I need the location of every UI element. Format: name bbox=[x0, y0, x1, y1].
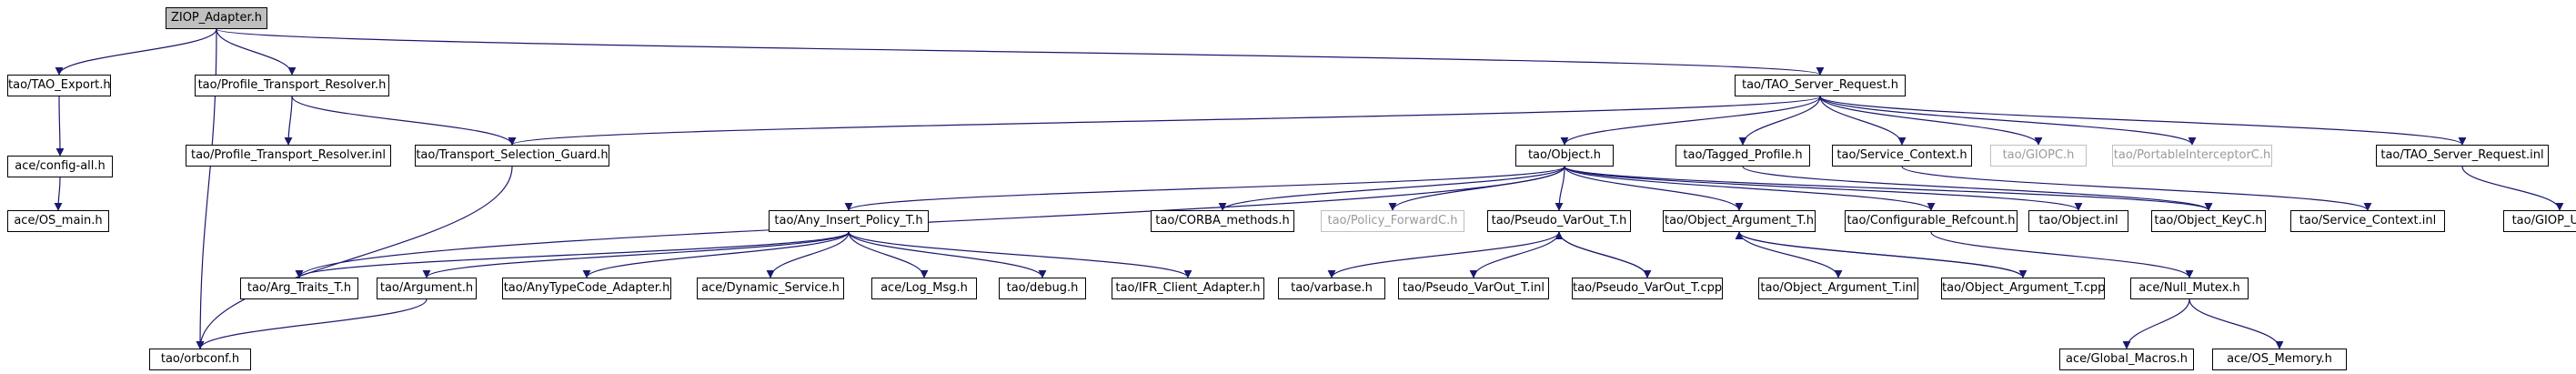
edge-object-h-to-object-keyc-h bbox=[1564, 166, 2213, 211]
edge-tsr-h-to-service-context-h bbox=[1819, 96, 1907, 146]
edge-tsr-h-to-portableinterceptorc-h bbox=[1819, 96, 2197, 146]
edge-pseudo-varout-t-h-to-pseudo-varout-t-inl bbox=[1469, 231, 1560, 278]
node-tao-debug-h[interactable]: tao/debug.h bbox=[999, 278, 1086, 299]
node-tao-any-insert-policy-t-h[interactable]: tao/Any_Insert_Policy_T.h bbox=[769, 210, 929, 232]
node-tao-policy-forwardc-h: tao/Policy_ForwardC.h bbox=[1321, 210, 1464, 232]
edge-tagged-profile-h-to-object-keyc-h bbox=[1742, 166, 2213, 211]
edge-ptr-h-to-ptr-inl bbox=[284, 96, 293, 146]
node-tao-service-context-h[interactable]: tao/Service_Context.h bbox=[1832, 145, 1972, 167]
edge-any-insert-policy-t-h-to-log-msg-h bbox=[848, 231, 929, 278]
edge-pseudo-varout-t-cpp-to-pseudo-varout-t-h bbox=[1555, 231, 1648, 278]
node-tao-profile-transport-resolver-inl[interactable]: tao/Profile_Transport_Resolver.inl bbox=[186, 145, 391, 167]
node-tao-pseudo-varout-t-h[interactable]: tao/Pseudo_VarOut_T.h bbox=[1487, 210, 1631, 232]
edge-object-h-to-configurable-refcount-h bbox=[1564, 166, 1936, 211]
node-tao-configurable-refcount-h[interactable]: tao/Configurable_Refcount.h bbox=[1845, 210, 2018, 232]
edge-object-h-to-policy-forwardc-h bbox=[1388, 166, 1565, 211]
node-ace-null-mutex-h[interactable]: ace/Null_Mutex.h bbox=[2130, 278, 2249, 299]
node-ace-os-memory-h[interactable]: ace/OS_Memory.h bbox=[2212, 349, 2347, 370]
node-ace-log-msg-h[interactable]: ace/Log_Msg.h bbox=[871, 278, 977, 299]
edge-object-h-to-any-insert-policy-t-h bbox=[844, 166, 1565, 211]
node-tao-anytypecode-adapter-h[interactable]: tao/AnyTypeCode_Adapter.h bbox=[502, 278, 671, 299]
edge-tsr-h-to-tsg-h bbox=[508, 96, 1821, 146]
edge-ziop-adapter-h-to-tsr-h bbox=[216, 28, 1824, 76]
node-tao-giopc-h: tao/GIOPC.h bbox=[1990, 145, 2087, 167]
edge-any-insert-policy-t-h-to-dynamic-service-h bbox=[766, 231, 850, 278]
edge-ziop-adapter-h-to-ptr-h bbox=[216, 28, 297, 76]
node-tao-pseudo-varout-t-inl[interactable]: tao/Pseudo_VarOut_T.inl bbox=[1398, 278, 1549, 299]
node-tao-giop-utils-h[interactable]: tao/GIOP_Utils.h bbox=[2503, 210, 2576, 232]
edge-tsr-inl-to-giop-utils-h bbox=[2461, 166, 2564, 211]
edge-service-context-h-to-service-context-inl bbox=[1901, 166, 2372, 211]
node-tao-object-argument-t-cpp[interactable]: tao/Object_Argument_T.cpp bbox=[1941, 278, 2105, 299]
node-tao-service-context-inl[interactable]: tao/Service_Context.inl bbox=[2290, 210, 2445, 232]
node-ace-global-macros-h[interactable]: ace/Global_Macros.h bbox=[2059, 349, 2194, 370]
edge-object-h-to-pseudo-varout-t-h bbox=[1555, 166, 1565, 211]
node-tao-varbase-h[interactable]: tao/varbase.h bbox=[1278, 278, 1385, 299]
node-tao-argument-h[interactable]: tao/Argument.h bbox=[377, 278, 477, 299]
edge-pseudo-varout-t-h-to-varbase-h bbox=[1327, 231, 1560, 278]
edge-tsr-h-to-tagged-profile-h bbox=[1738, 96, 1821, 146]
node-ace-config-all-h[interactable]: ace/config-all.h bbox=[7, 156, 113, 177]
edge-tsr-h-to-object-h bbox=[1560, 96, 1821, 146]
node-tao-object-keyc-h[interactable]: tao/Object_KeyC.h bbox=[2151, 210, 2266, 232]
node-tao-pseudo-varout-t-cpp[interactable]: tao/Pseudo_VarOut_T.cpp bbox=[1572, 278, 1723, 299]
node-tao-arg-traits-t-h[interactable]: tao/Arg_Traits_T.h bbox=[240, 278, 358, 299]
node-tao-transport-selection-guard-h[interactable]: tao/Transport_Selection_Guard.h bbox=[415, 145, 609, 167]
node-tao-portableinterceptorc-h: tao/PortableInterceptorC.h bbox=[2112, 145, 2272, 167]
edge-ziop-adapter-h-to-tao-export-h bbox=[55, 28, 217, 76]
edge-any-insert-policy-t-h-to-ifr-client-adapter-h bbox=[848, 231, 1192, 278]
edge-object-h-to-object-argument-t-h bbox=[1564, 166, 1744, 211]
node-tao-object-argument-t-h[interactable]: tao/Object_Argument_T.h bbox=[1663, 210, 1816, 232]
edge-object-argument-t-h-to-object-argument-t-inl bbox=[1738, 231, 1843, 278]
node-ace-os-main-h[interactable]: ace/OS_main.h bbox=[7, 210, 109, 232]
edge-any-insert-policy-t-h-to-anytypecode-adapter-h bbox=[582, 231, 850, 278]
node-tao-tao-server-request-inl[interactable]: tao/TAO_Server_Request.inl bbox=[2376, 145, 2549, 167]
node-tao-corba-methods-h[interactable]: tao/CORBA_methods.h bbox=[1151, 210, 1294, 232]
node-tao-tao-export-h[interactable]: tao/TAO_Export.h bbox=[7, 75, 111, 96]
node-ace-dynamic-service-h[interactable]: ace/Dynamic_Service.h bbox=[697, 278, 844, 299]
node-tao-ifr-client-adapter-h[interactable]: tao/IFR_Client_Adapter.h bbox=[1112, 278, 1264, 299]
edge-tsg-h-to-orbconf-h bbox=[196, 166, 513, 349]
edge-object-h-to-object-inl bbox=[1564, 166, 2083, 211]
edge-configurable-refcount-h-to-null-mutex-h bbox=[1930, 231, 2194, 278]
edge-null-mutex-h-to-global-macros-h bbox=[2122, 298, 2190, 349]
edge-tsr-h-to-giopc-h bbox=[1819, 96, 2043, 146]
node-ziop-adapter-h[interactable]: ZIOP_Adapter.h bbox=[166, 7, 267, 29]
node-tao-profile-transport-resolver-h[interactable]: tao/Profile_Transport_Resolver.h bbox=[195, 75, 389, 96]
edge-argument-h-to-orbconf-h bbox=[196, 298, 428, 349]
node-tao-tao-server-request-h[interactable]: tao/TAO_Server_Request.h bbox=[1735, 75, 1906, 96]
node-tao-orbconf-h[interactable]: tao/orbconf.h bbox=[149, 349, 251, 370]
edge-any-insert-policy-t-h-to-argument-h bbox=[422, 231, 850, 278]
edge-any-insert-policy-t-h-to-arg-traits-t-h bbox=[295, 231, 850, 278]
edge-tao-export-h-to-config-all-h bbox=[55, 96, 65, 157]
edge-object-h-to-corba-methods-h bbox=[1218, 166, 1565, 211]
edge-object-argument-t-cpp-to-object-argument-t-h bbox=[1735, 231, 2024, 278]
edge-null-mutex-h-to-os-memory-h bbox=[2189, 298, 2284, 349]
edge-config-all-h-to-os-main-h bbox=[54, 177, 63, 211]
edge-ptr-h-to-tsg-h bbox=[291, 96, 517, 146]
edge-any-insert-policy-t-h-to-debug-h bbox=[848, 231, 1047, 278]
node-tao-object-argument-t-inl[interactable]: tao/Object_Argument_T.inl bbox=[1758, 278, 1918, 299]
node-tao-tagged-profile-h[interactable]: tao/Tagged_Profile.h bbox=[1675, 145, 1810, 167]
node-tao-object-h[interactable]: tao/Object.h bbox=[1515, 145, 1614, 167]
edge-tsr-h-to-tsr-inl bbox=[1819, 96, 2467, 146]
node-tao-object-inl[interactable]: tao/Object.inl bbox=[2028, 210, 2128, 232]
